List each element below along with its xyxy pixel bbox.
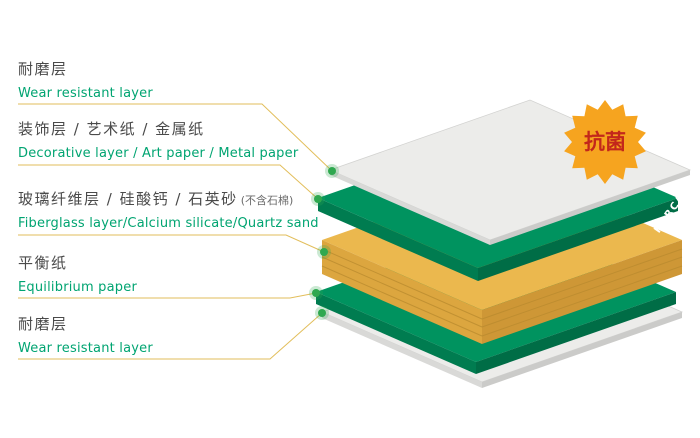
layer-face-top — [322, 170, 682, 310]
label-en: Fiberglass layer/Calcium silicate/Quartz… — [18, 216, 319, 231]
label-en: Decorative layer / Art paper / Metal pap… — [18, 146, 299, 161]
label-equilibrium-paper: 平衡纸 Equilibrium paper — [18, 252, 137, 295]
dot-core — [320, 248, 328, 256]
dot-halo — [309, 286, 323, 300]
layer-face-right — [490, 170, 690, 245]
core-stripe — [321, 248, 483, 320]
layer-face-left — [330, 170, 490, 245]
label-zh: 平衡纸 — [18, 254, 68, 272]
layer-face-top — [316, 222, 676, 362]
dot-core-layer — [317, 245, 331, 259]
label-wear-layer-bottom: 耐磨层 Wear resistant layer — [18, 313, 153, 356]
layer-decorative: FORCA — [318, 128, 688, 281]
layer-equilibrium — [316, 222, 676, 374]
layer-face-top — [320, 241, 684, 383]
label-en: Wear resistant layer — [18, 341, 153, 356]
dot-wear-top — [325, 164, 339, 178]
layer-face-top — [318, 128, 678, 268]
label-zh-note: (不含石棉) — [240, 194, 294, 207]
label-zh: 装饰层 / 艺术纸 / 金属纸 — [18, 120, 205, 138]
layer-face-left — [316, 292, 476, 374]
label-en: Equilibrium paper — [18, 280, 137, 295]
layer-face-right — [478, 198, 678, 281]
dot-halo — [317, 245, 331, 259]
core-stripe — [481, 265, 683, 337]
dot-halo — [325, 164, 339, 178]
core-stripe — [321, 265, 483, 337]
label-zh: 玻璃纤维层 / 硅酸钙 / 石英砂(不含石棉) — [18, 190, 294, 208]
core-stripe — [481, 256, 683, 328]
core-stripe — [481, 248, 683, 320]
layer-wear-bottom — [320, 241, 684, 388]
label-zh: 耐磨层 — [18, 315, 68, 333]
dot-equilibrium — [309, 286, 323, 300]
dot-wear-bottom — [315, 306, 329, 320]
layer-face-right — [482, 240, 682, 344]
layer-face-left — [318, 198, 478, 281]
layer-wear-top — [328, 99, 692, 245]
dot-core — [328, 167, 336, 175]
starburst-icon — [564, 100, 646, 184]
layer-face-left — [322, 312, 482, 388]
layer-face-right — [482, 312, 682, 388]
label-zh: 耐磨层 — [18, 60, 68, 78]
layer-face-top — [328, 99, 692, 241]
badge-label: 抗菌 — [584, 130, 626, 154]
leader-line-3 — [18, 234, 325, 253]
dot-core — [312, 289, 320, 297]
dot-core — [318, 309, 326, 317]
layer-core — [321, 170, 683, 344]
core-stripe — [321, 256, 483, 328]
brand-logo-text: FORCA — [652, 192, 687, 236]
core-sheet-lines — [321, 248, 683, 337]
layer-face-left — [322, 240, 482, 344]
dot-halo — [315, 306, 329, 320]
label-fiberglass-layer: 玻璃纤维层 / 硅酸钙 / 石英砂(不含石棉) Fiberglass layer… — [18, 188, 319, 231]
label-en: Wear resistant layer — [18, 86, 153, 101]
layer-face-right — [476, 292, 676, 374]
antibacterial-badge: 抗菌 — [564, 100, 646, 184]
label-wear-layer-top: 耐磨层 Wear resistant layer — [18, 58, 153, 101]
label-decorative-layer: 装饰层 / 艺术纸 / 金属纸 Decorative layer / Art p… — [18, 118, 298, 161]
